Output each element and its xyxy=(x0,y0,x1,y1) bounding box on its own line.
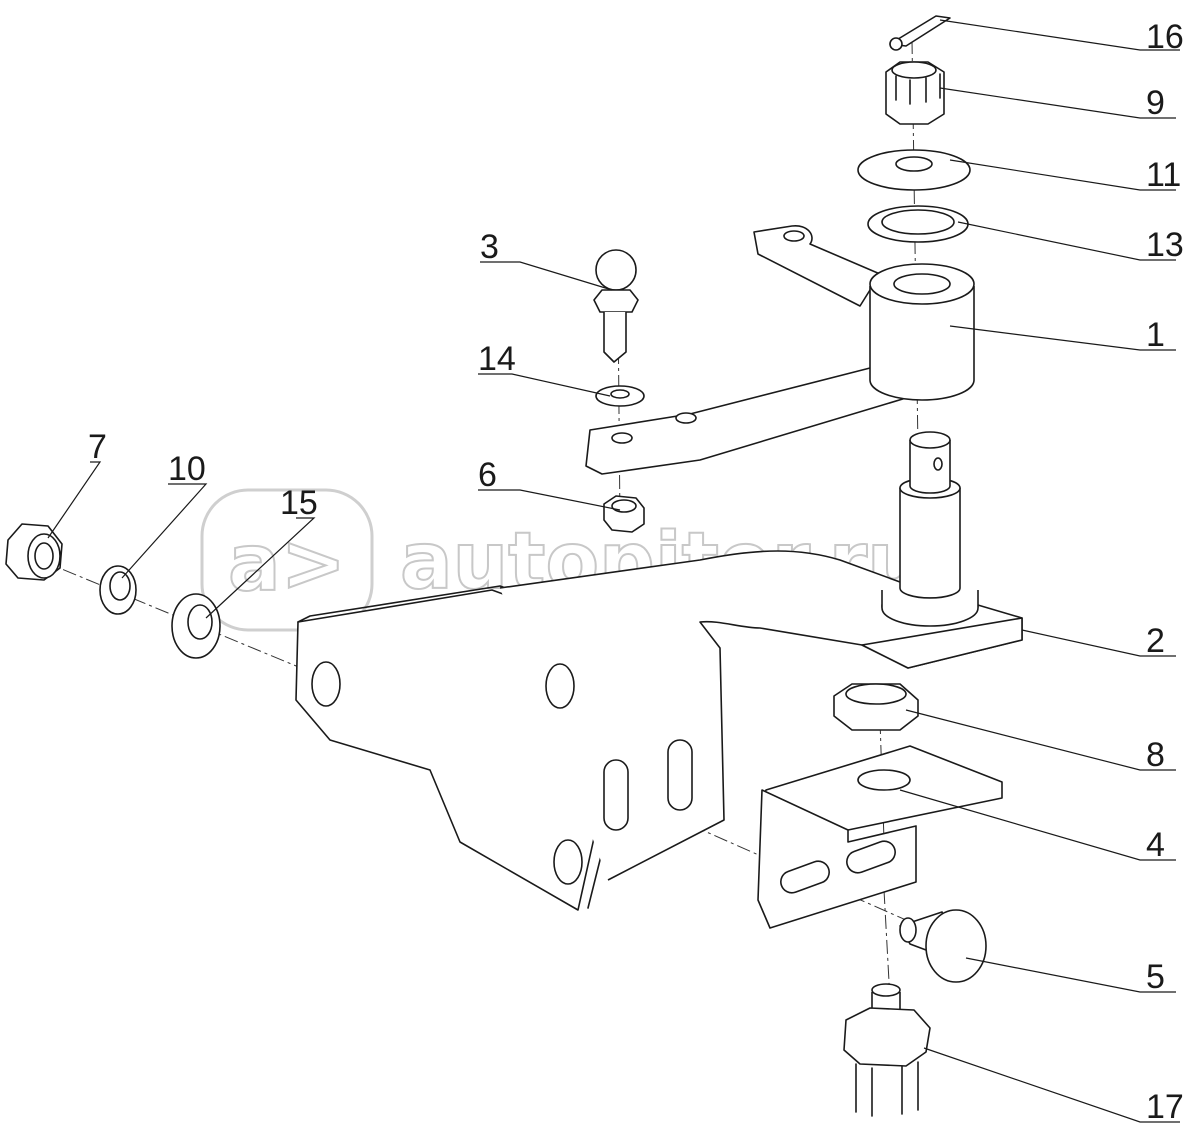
part-4-angle-bracket xyxy=(757,745,1003,929)
part-9-castle-nut xyxy=(885,61,945,125)
callout-16: 16 xyxy=(1146,18,1184,56)
watermark-logo-frame xyxy=(200,488,374,632)
callout-13: 13 xyxy=(1146,226,1184,264)
callout-2: 2 xyxy=(1146,622,1165,660)
callout-numbers: 16 9 11 13 3 1 14 7 10 15 6 2 8 4 5 17 xyxy=(88,18,1184,1126)
part-2-bracket xyxy=(295,431,1023,911)
leader-lines xyxy=(47,19,1180,1123)
callout-15: 15 xyxy=(280,484,318,522)
callout-6: 6 xyxy=(478,456,497,494)
part-1-lever xyxy=(585,225,975,475)
callout-8: 8 xyxy=(1146,736,1165,774)
callout-5: 5 xyxy=(1146,958,1165,996)
callout-9: 9 xyxy=(1146,84,1165,122)
part-6-nut xyxy=(603,495,645,533)
watermark-logo-mark: a> xyxy=(228,519,346,609)
part-3-ball-pin xyxy=(593,249,639,363)
part-7-hex-nut xyxy=(5,523,63,581)
part-8-nut xyxy=(833,683,919,731)
callout-1: 1 xyxy=(1146,316,1165,354)
part-17-switch xyxy=(843,983,931,1117)
part-15-washer xyxy=(171,593,221,659)
part-14-washer xyxy=(595,385,645,407)
part-5-plunger xyxy=(899,909,987,983)
callout-4: 4 xyxy=(1146,826,1165,864)
part-13-washer xyxy=(867,205,969,243)
part-16-cotter-pin xyxy=(889,15,951,51)
part-10-spring-washer xyxy=(99,565,137,615)
callout-11: 11 xyxy=(1146,156,1181,194)
callout-3: 3 xyxy=(480,228,499,266)
callout-10: 10 xyxy=(168,450,206,488)
callout-7: 7 xyxy=(88,428,107,466)
callout-17: 17 xyxy=(1146,1088,1184,1126)
callout-14: 14 xyxy=(478,340,516,378)
part-11-washer xyxy=(857,149,971,191)
